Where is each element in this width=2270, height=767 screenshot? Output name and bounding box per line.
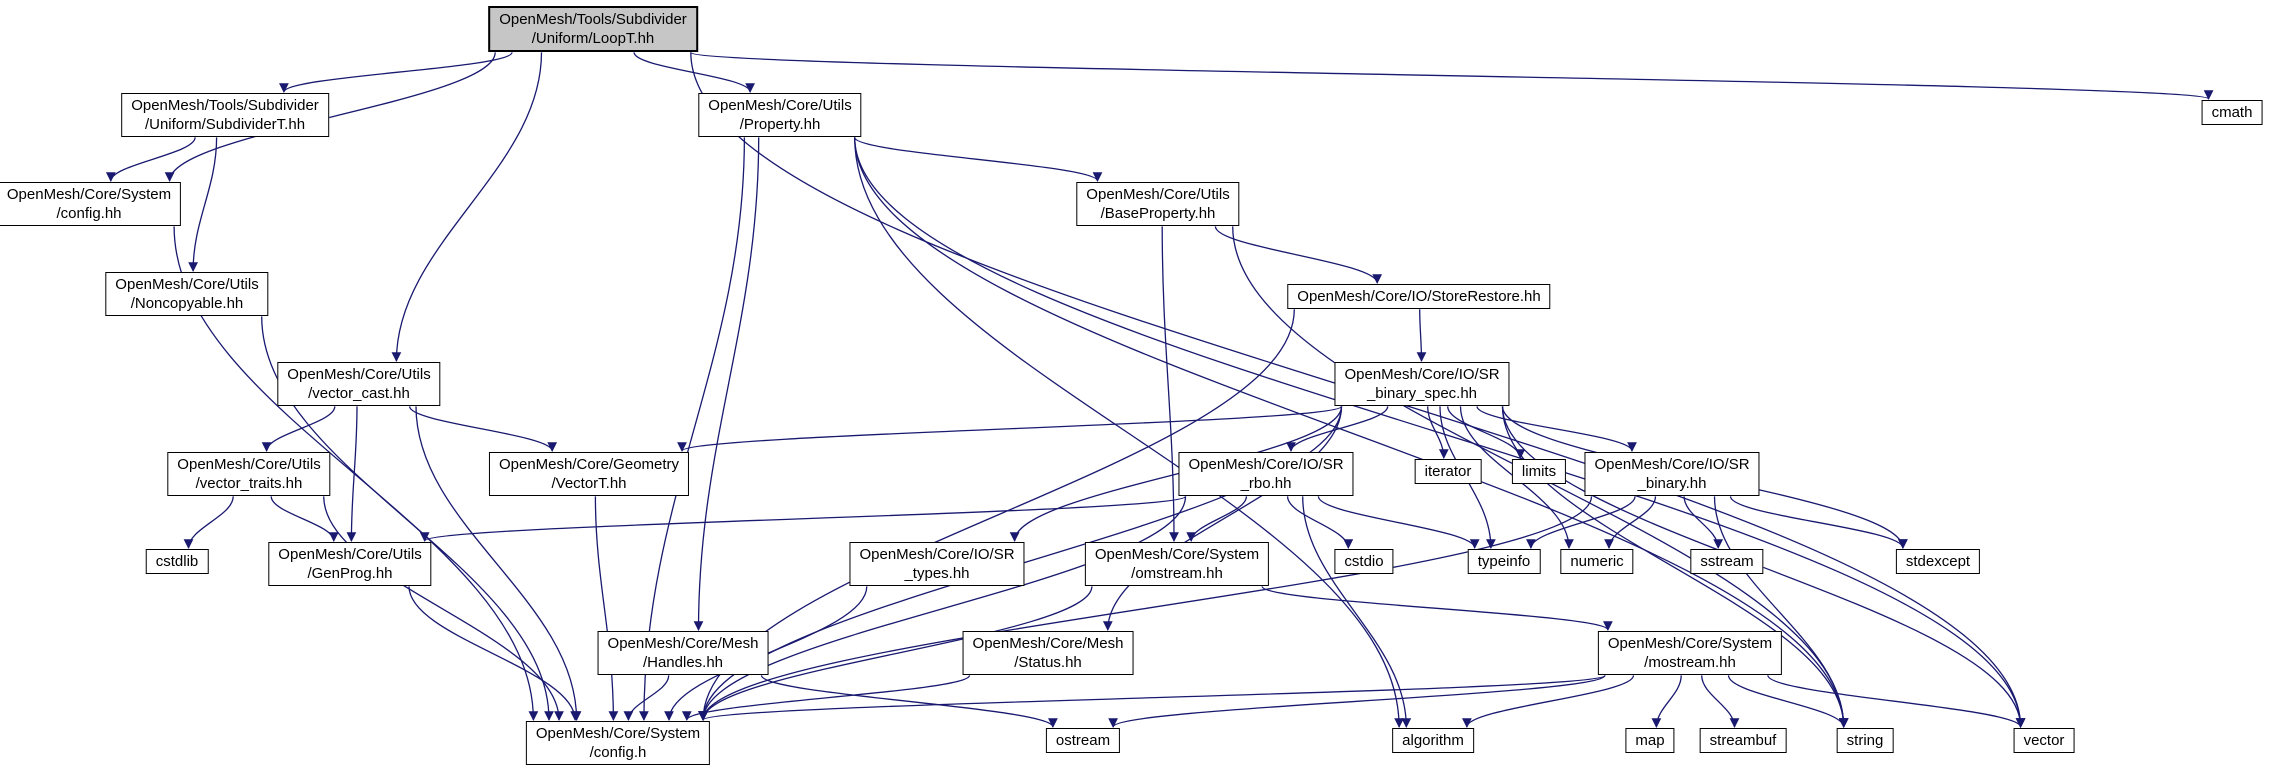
graph-node-label: OpenMesh/Core/System /config.h	[535, 725, 701, 762]
graph-node-label: iterator	[1424, 463, 1472, 480]
graph-node-label: sstream	[1700, 553, 1754, 570]
graph-node-label: streambuf	[1709, 732, 1777, 749]
graph-node-label: OpenMesh/Core/Geometry /VectorT.hh	[498, 456, 680, 493]
graph-node-label: OpenMesh/Core/Utils /Property.hh	[708, 97, 852, 134]
graph-node-vector[interactable]: vector	[2013, 728, 2075, 754]
graph-node-numeric[interactable]: numeric	[1560, 549, 1634, 575]
graph-node-cmath[interactable]: cmath	[2201, 100, 2263, 126]
graph-node-label: OpenMesh/Core/Utils /BaseProperty.hh	[1086, 186, 1230, 223]
graph-node-sr_binary[interactable]: OpenMesh/Core/IO/SR _binary.hh	[1584, 452, 1760, 497]
graph-node-genprog[interactable]: OpenMesh/Core/Utils /GenProg.hh	[268, 542, 432, 587]
graph-node-label: OpenMesh/Core/System /config.hh	[6, 186, 172, 223]
graph-node-label: OpenMesh/Core/System /omstream.hh	[1094, 546, 1260, 583]
graph-node-config_h[interactable]: OpenMesh/Core/System /config.h	[525, 721, 711, 766]
graph-node-limits[interactable]: limits	[1511, 459, 1567, 485]
graph-node-string[interactable]: string	[1836, 728, 1894, 754]
graph-node-label: cmath	[2211, 104, 2253, 121]
graph-node-sr_binary_spec[interactable]: OpenMesh/Core/IO/SR _binary_spec.hh	[1334, 362, 1510, 407]
graph-node-cstdlib[interactable]: cstdlib	[145, 549, 209, 575]
graph-node-label: OpenMesh/Tools/Subdivider /Uniform/Subdi…	[131, 97, 319, 134]
graph-node-vectort[interactable]: OpenMesh/Core/Geometry /VectorT.hh	[488, 452, 690, 497]
graph-node-label: OpenMesh/Core/IO/SR _binary.hh	[1594, 456, 1750, 493]
graph-node-loopt: OpenMesh/Tools/Subdivider /Uniform/LoopT…	[488, 6, 698, 53]
graph-node-subdividert[interactable]: OpenMesh/Tools/Subdivider /Uniform/Subdi…	[121, 93, 329, 138]
graph-node-streambuf[interactable]: streambuf	[1699, 728, 1787, 754]
graph-node-label: OpenMesh/Tools/Subdivider /Uniform/LoopT…	[499, 11, 687, 48]
graph-node-omstream[interactable]: OpenMesh/Core/System /omstream.hh	[1084, 542, 1270, 587]
graph-node-typeinfo[interactable]: typeinfo	[1467, 549, 1541, 575]
graph-node-label: OpenMesh/Core/IO/SR _types.hh	[859, 546, 1015, 583]
graph-node-label: OpenMesh/Core/Utils /vector_traits.hh	[177, 456, 321, 493]
graph-node-label: limits	[1521, 463, 1557, 480]
graph-node-label: cstdlib	[155, 553, 199, 570]
graph-node-cstdio[interactable]: cstdio	[1334, 549, 1394, 575]
graph-node-ostream[interactable]: ostream	[1045, 728, 1121, 754]
graph-node-handles[interactable]: OpenMesh/Core/Mesh /Handles.hh	[597, 631, 769, 676]
graph-node-storerestore[interactable]: OpenMesh/Core/IO/StoreRestore.hh	[1287, 284, 1551, 310]
graph-node-sr_types[interactable]: OpenMesh/Core/IO/SR _types.hh	[849, 542, 1025, 587]
graph-node-label: ostream	[1055, 732, 1111, 749]
graph-node-label: cstdio	[1344, 553, 1384, 570]
graph-node-stdexcept[interactable]: stdexcept	[1895, 549, 1981, 575]
graph-node-label: OpenMesh/Core/IO/SR _binary_spec.hh	[1344, 366, 1500, 403]
graph-node-label: OpenMesh/Core/IO/SR _rbo.hh	[1188, 456, 1344, 493]
graph-node-algorithm[interactable]: algorithm	[1392, 728, 1474, 754]
graph-node-sstream[interactable]: sstream	[1690, 549, 1764, 575]
graph-node-label: string	[1846, 732, 1884, 749]
graph-node-label: OpenMesh/Core/Utils /vector_cast.hh	[287, 366, 431, 403]
graph-node-mostream[interactable]: OpenMesh/Core/System /mostream.hh	[1597, 631, 1783, 676]
graph-node-sr_rbo[interactable]: OpenMesh/Core/IO/SR _rbo.hh	[1178, 452, 1354, 497]
graph-node-config_hh[interactable]: OpenMesh/Core/System /config.hh	[0, 182, 182, 227]
graph-node-label: map	[1635, 732, 1665, 749]
graph-node-map[interactable]: map	[1625, 728, 1675, 754]
graph-node-label: OpenMesh/Core/Utils /GenProg.hh	[278, 546, 422, 583]
graph-node-status[interactable]: OpenMesh/Core/Mesh /Status.hh	[962, 631, 1134, 676]
graph-node-iterator[interactable]: iterator	[1414, 459, 1482, 485]
graph-node-label: OpenMesh/Core/Mesh /Status.hh	[972, 635, 1124, 672]
graph-node-vector_traits[interactable]: OpenMesh/Core/Utils /vector_traits.hh	[167, 452, 331, 497]
graph-node-vector_cast[interactable]: OpenMesh/Core/Utils /vector_cast.hh	[277, 362, 441, 407]
graph-node-label: vector	[2023, 732, 2065, 749]
graph-node-property[interactable]: OpenMesh/Core/Utils /Property.hh	[698, 93, 862, 138]
graph-node-noncopyable[interactable]: OpenMesh/Core/Utils /Noncopyable.hh	[105, 272, 269, 317]
graph-node-label: OpenMesh/Core/IO/StoreRestore.hh	[1297, 288, 1541, 305]
graph-node-label: OpenMesh/Core/System /mostream.hh	[1607, 635, 1773, 672]
graph-node-label: OpenMesh/Core/Utils /Noncopyable.hh	[115, 276, 259, 313]
graph-node-label: algorithm	[1402, 732, 1464, 749]
graph-node-label: OpenMesh/Core/Mesh /Handles.hh	[607, 635, 759, 672]
graph-node-label: numeric	[1570, 553, 1624, 570]
graph-node-baseproperty[interactable]: OpenMesh/Core/Utils /BaseProperty.hh	[1076, 182, 1240, 227]
graph-node-label: stdexcept	[1905, 553, 1971, 570]
graph-node-label: typeinfo	[1477, 553, 1531, 570]
